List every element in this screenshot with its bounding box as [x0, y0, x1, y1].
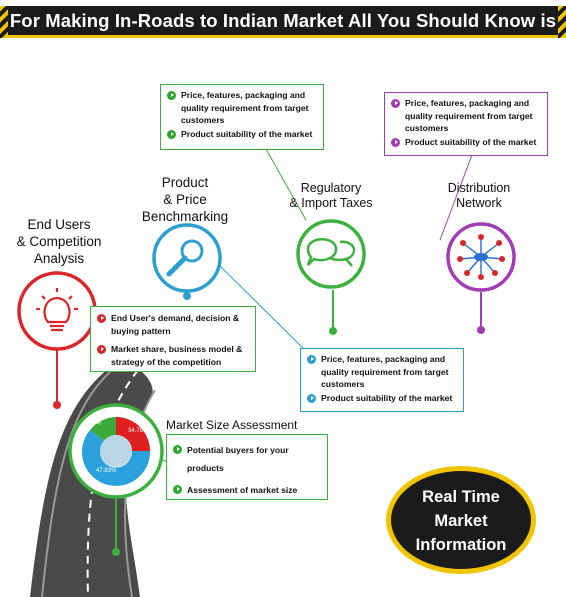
regulatory-label-line1: Regulatory [300, 181, 362, 195]
list-item: Potential buyers for your products [173, 441, 321, 477]
list-item: Product suitability of the market [167, 128, 317, 141]
donut-chart-icon [82, 417, 151, 486]
end-users-label-line2: & Competition [16, 234, 102, 249]
play-bullet-icon [167, 91, 176, 100]
list-item: Price, features, packaging and quality r… [391, 97, 541, 135]
play-bullet-icon [307, 393, 316, 403]
distribution-connector [439, 154, 473, 241]
list-item: End User's demand, decision & buying pat… [97, 312, 249, 337]
regulatory-node [296, 219, 366, 289]
list-item-text: End User's demand, decision & buying pat… [111, 313, 240, 336]
product-node [152, 223, 222, 293]
magnifier-icon [166, 239, 204, 277]
distribution-label: Distribution Network [424, 181, 534, 211]
callout-line1: Real Time [422, 488, 500, 506]
product-label-line2: & Price [163, 192, 207, 207]
regulatory-label: Regulatory & Import Taxes [276, 181, 386, 211]
play-bullet-icon [391, 99, 400, 108]
product-label-line1: Product [161, 175, 209, 190]
list-item-text: Price, features, packaging and quality r… [405, 98, 533, 133]
list-item: Market share, business model & strategy … [97, 343, 249, 368]
list-item: Assessment of market size [173, 481, 321, 499]
regulatory-label-line2: & Import Taxes [289, 196, 373, 210]
real-time-market-information-badge: Real Time Market Information [386, 466, 536, 574]
end-users-node [17, 271, 97, 351]
donut-slice-label-2: 47.83% [96, 468, 117, 474]
donut-slice-label-3: 8.70% [96, 409, 107, 426]
list-item-text: Price, features, packaging and quality r… [321, 354, 449, 389]
play-bullet-icon [97, 314, 106, 323]
end-users-label-line1: End Users [27, 217, 91, 232]
title-banner: For Making In-Roads to Indian Market All… [0, 0, 566, 44]
distribution-info-box: Price, features, packaging and quality r… [384, 92, 548, 156]
market-size-info-box: Potential buyers for your products Asses… [166, 434, 328, 500]
regulatory-info-box: Price, features, packaging and quality r… [160, 84, 324, 150]
donut-slice-label-1: 34.78% [128, 428, 149, 434]
play-bullet-icon [167, 129, 176, 139]
banner-stripe-left [0, 6, 8, 38]
lightbulb-icon [36, 288, 78, 332]
distribution-label-line1: Distribution [447, 181, 511, 195]
list-item-text: Product suitability of the market [181, 128, 313, 139]
list-item-text: Assessment of market size [187, 485, 298, 495]
stems [53, 288, 485, 556]
market-size-label: Market Size Assessment [166, 418, 298, 432]
product-label-line3: Benchmarking [141, 209, 229, 224]
play-bullet-icon [97, 345, 106, 354]
callout-line2: Market [434, 512, 488, 530]
list-item-text: Product suitability of the market [321, 392, 453, 403]
play-bullet-icon [173, 445, 182, 454]
product-connector [217, 263, 311, 356]
banner-stripe-right [558, 6, 566, 38]
banner-title: For Making In-Roads to Indian Market All… [9, 10, 557, 31]
list-item-text: Product suitability of the market [405, 136, 537, 147]
speech-bubbles-icon [306, 238, 356, 267]
distribution-label-line2: Network [456, 196, 502, 210]
list-item: Price, features, packaging and quality r… [167, 89, 317, 127]
callout-line3: Information [415, 536, 507, 554]
list-item: Price, features, packaging and quality r… [307, 353, 457, 391]
list-item-text: Price, features, packaging and quality r… [181, 90, 309, 125]
market-size-node [68, 403, 164, 499]
distribution-node [446, 222, 516, 292]
play-bullet-icon [391, 137, 400, 147]
list-item: Product suitability of the market [391, 136, 541, 149]
end-users-label-line3: Analysis [33, 251, 85, 266]
list-item-text: Potential buyers for your products [187, 445, 289, 473]
banner-bar [8, 6, 558, 38]
list-item-text: Market share, business model & strategy … [111, 344, 243, 367]
end-users-label: End Users & Competition Analysis [4, 216, 114, 267]
end-users-info-box: End User's demand, decision & buying pat… [90, 306, 256, 372]
play-bullet-icon [173, 485, 182, 494]
play-bullet-icon [307, 355, 316, 364]
product-info-box: Price, features, packaging and quality r… [300, 348, 464, 412]
product-label: Product & Price Benchmarking [130, 174, 240, 225]
list-item: Product suitability of the market [307, 392, 457, 405]
network-hub-icon [457, 234, 505, 280]
